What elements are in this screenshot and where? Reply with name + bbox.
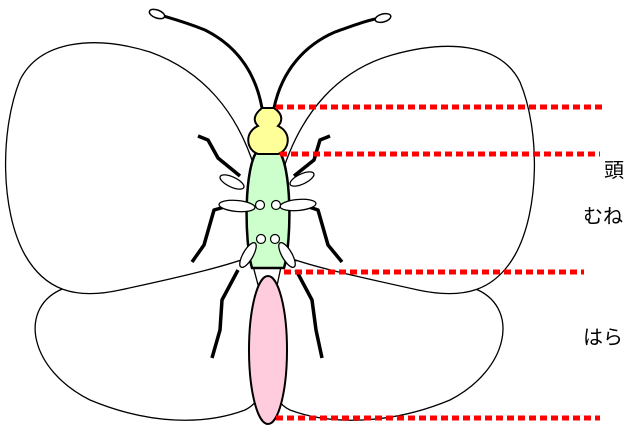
head-label: 頭	[604, 160, 624, 180]
upper-right-wing	[280, 46, 534, 293]
thorax-joint-right-2	[271, 235, 280, 244]
abdomen-label: はら	[583, 327, 623, 347]
right-antenna-tip	[374, 12, 392, 24]
left-antenna-tip	[148, 8, 166, 21]
thorax-joint-left-2	[257, 235, 266, 244]
thorax-label: むね	[583, 206, 623, 226]
thorax-joint-right-1	[272, 201, 281, 210]
abdomen-segment	[249, 276, 287, 424]
thorax-joint-left-1	[256, 201, 265, 210]
head-segment	[248, 108, 288, 154]
upper-left-wing	[6, 43, 258, 294]
